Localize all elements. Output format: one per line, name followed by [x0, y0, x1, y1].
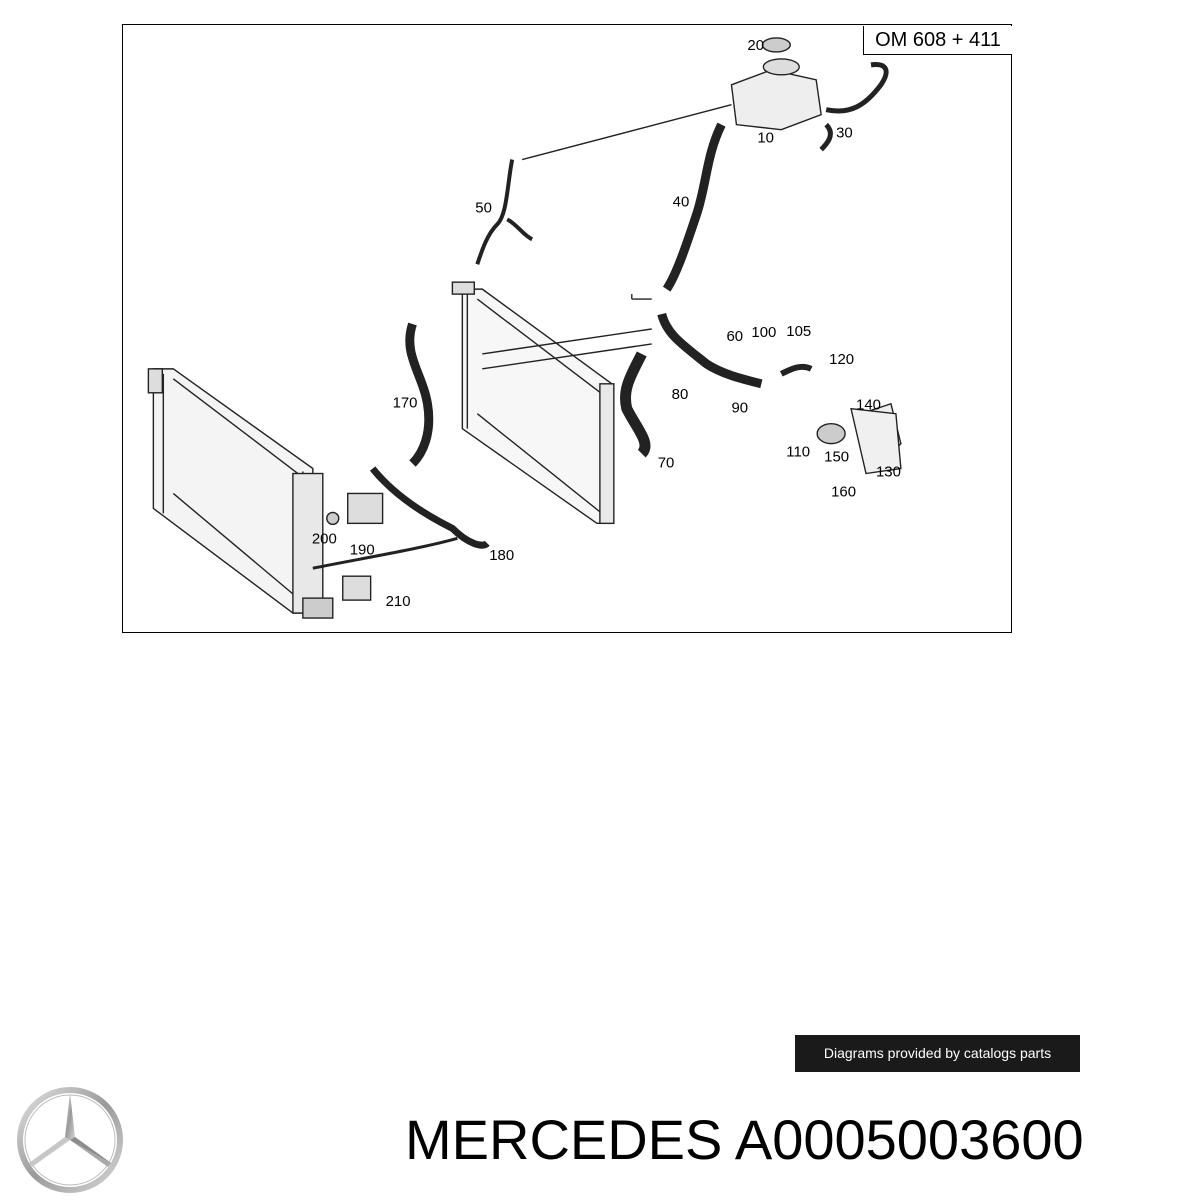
part-label-150: 150 — [824, 449, 849, 466]
center-radiator — [451, 281, 652, 525]
part-label-120: 120 — [829, 351, 854, 368]
part-label-70: 70 — [658, 455, 675, 472]
expansion-tank — [521, 37, 822, 161]
part-label-20: 20 — [747, 37, 764, 54]
part-label-50: 50 — [475, 199, 492, 216]
part-label-110: 110 — [786, 444, 810, 461]
part-label-140: 140 — [856, 397, 881, 414]
credit-badge: Diagrams provided by catalogs parts — [795, 1035, 1080, 1072]
page-title: MERCEDES A0005003600 — [405, 1108, 1084, 1171]
part-label-170: 170 — [393, 395, 418, 412]
part-label-105: 105 — [786, 323, 811, 340]
part-label-180: 180 — [489, 547, 514, 564]
mercedes-star-icon — [17, 1087, 123, 1193]
part-label-60: 60 — [726, 328, 743, 345]
part-label-90: 90 — [731, 400, 748, 417]
diagram-drawing: 10 20 30 40 50 60 70 80 90 100 105 110 1… — [147, 37, 902, 619]
part-label-190: 190 — [350, 541, 375, 558]
parts-diagram: 10 20 30 40 50 60 70 80 90 100 105 110 1… — [122, 24, 1012, 633]
part-label-30: 30 — [836, 125, 853, 142]
blank-area — [122, 634, 1080, 1072]
part-label-160: 160 — [831, 483, 856, 500]
part-label-130: 130 — [876, 464, 901, 481]
part-label-200: 200 — [312, 530, 337, 547]
part-label-100: 100 — [751, 324, 776, 341]
part-label-210: 210 — [386, 593, 411, 610]
engine-label: OM 608 + 411 — [863, 26, 1012, 55]
part-labels: 10 20 30 40 50 60 70 80 90 100 105 110 1… — [312, 37, 901, 610]
part-label-80: 80 — [672, 386, 689, 403]
left-radiator — [147, 368, 334, 619]
part-label-40: 40 — [673, 193, 690, 210]
part-label-10: 10 — [757, 130, 774, 147]
